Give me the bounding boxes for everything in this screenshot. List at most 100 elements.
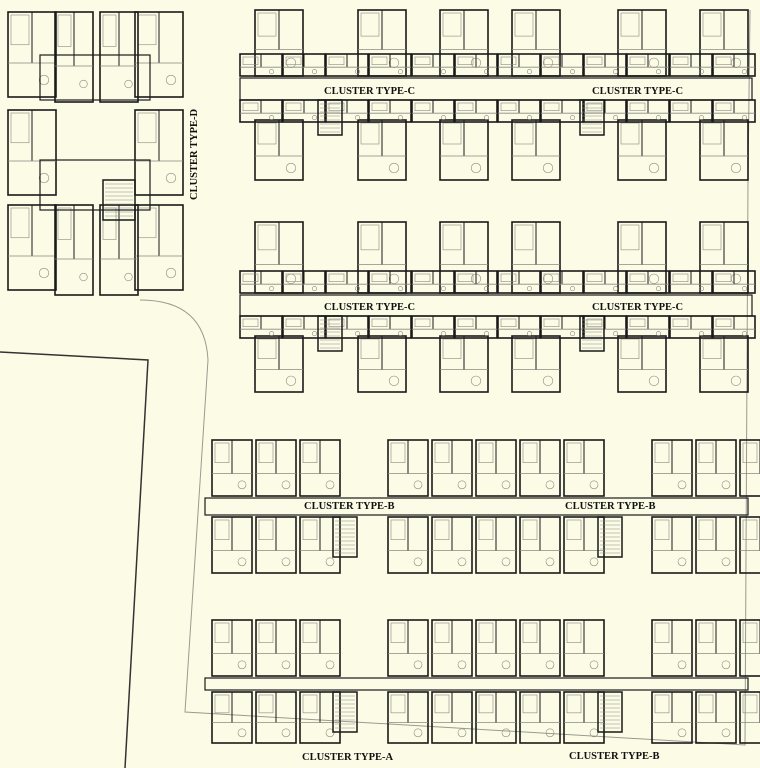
bed (302, 519, 318, 540)
bed (522, 622, 538, 643)
dining-table (165, 172, 177, 184)
bed (137, 14, 157, 46)
bed (586, 102, 603, 111)
dining-table (325, 480, 335, 490)
bed (137, 112, 157, 144)
dining-table (397, 115, 403, 121)
dining-table (526, 286, 532, 292)
dining-table (483, 286, 489, 292)
bed (522, 519, 538, 540)
dining-table (413, 660, 423, 670)
dining-table (285, 375, 297, 386)
dining-table (38, 172, 50, 184)
bed (702, 122, 722, 145)
dining-table (165, 267, 177, 279)
bed (442, 224, 462, 251)
dining-table (388, 162, 400, 174)
bed (566, 519, 582, 540)
dining-table (457, 557, 467, 567)
bed (434, 442, 450, 463)
bed (715, 56, 732, 65)
bed (434, 519, 450, 540)
dining-table (648, 273, 660, 284)
bed (586, 56, 603, 65)
dining-table (526, 69, 532, 75)
dining-table (440, 331, 446, 337)
bed (10, 112, 30, 144)
dining-table (268, 115, 274, 121)
dining-table (268, 69, 274, 75)
bed (629, 56, 646, 65)
dining-table (285, 273, 297, 284)
bed (566, 622, 582, 643)
dining-table (655, 69, 661, 75)
bed (672, 102, 689, 111)
dining-table (612, 286, 618, 292)
bed (586, 273, 603, 282)
bed (258, 442, 274, 463)
cluster-type-c-label: CLUSTER TYPE-C (590, 86, 686, 98)
bed (654, 622, 670, 643)
bed (715, 102, 732, 111)
dining-table (730, 57, 742, 68)
dining-table (281, 660, 291, 670)
dining-table (440, 69, 446, 75)
bed (442, 12, 462, 37)
dining-table (655, 286, 661, 292)
dining-table (237, 728, 247, 738)
bed (543, 102, 560, 111)
dining-table (545, 660, 555, 670)
dining-table (470, 162, 482, 174)
dining-table (741, 331, 747, 337)
dining-table (589, 660, 599, 670)
bed (390, 694, 406, 714)
staircase (597, 691, 623, 733)
dining-table (589, 557, 599, 567)
bed (390, 519, 406, 540)
dining-table (741, 69, 747, 75)
bed (371, 273, 388, 282)
dining-table (388, 375, 400, 386)
bed (360, 338, 380, 359)
bed (414, 102, 431, 111)
dining-table (677, 728, 687, 738)
dining-table (397, 286, 403, 292)
bed (543, 56, 560, 65)
dining-table (648, 57, 660, 68)
bed (522, 442, 538, 463)
dining-table (569, 115, 575, 121)
bed (514, 338, 534, 359)
staircase (317, 315, 343, 352)
dining-table (483, 115, 489, 121)
dining-table (470, 375, 482, 386)
dining-table (354, 331, 360, 337)
dining-table (237, 660, 247, 670)
dining-table (281, 557, 291, 567)
dining-table (569, 331, 575, 337)
dining-table (268, 331, 274, 337)
dining-table (38, 74, 50, 86)
dining-table (721, 557, 731, 567)
cluster-type-a-label: CLUSTER TYPE-A (300, 752, 396, 764)
dining-table (589, 480, 599, 490)
bed (442, 338, 462, 359)
adjacent-plot-boundary (0, 351, 149, 768)
dining-table (413, 480, 423, 490)
dining-table (730, 273, 742, 284)
dining-table (655, 115, 661, 121)
bed (285, 273, 302, 282)
dining-table (526, 331, 532, 337)
bed (566, 694, 582, 714)
bed (390, 442, 406, 463)
cluster-type-b-label: CLUSTER TYPE-B (563, 501, 658, 513)
dining-table (285, 162, 297, 174)
bed (214, 694, 230, 714)
corridor (204, 497, 749, 516)
bed (457, 273, 474, 282)
bed (629, 273, 646, 282)
bed (137, 207, 157, 239)
dining-table (741, 286, 747, 292)
dining-table (285, 57, 297, 68)
